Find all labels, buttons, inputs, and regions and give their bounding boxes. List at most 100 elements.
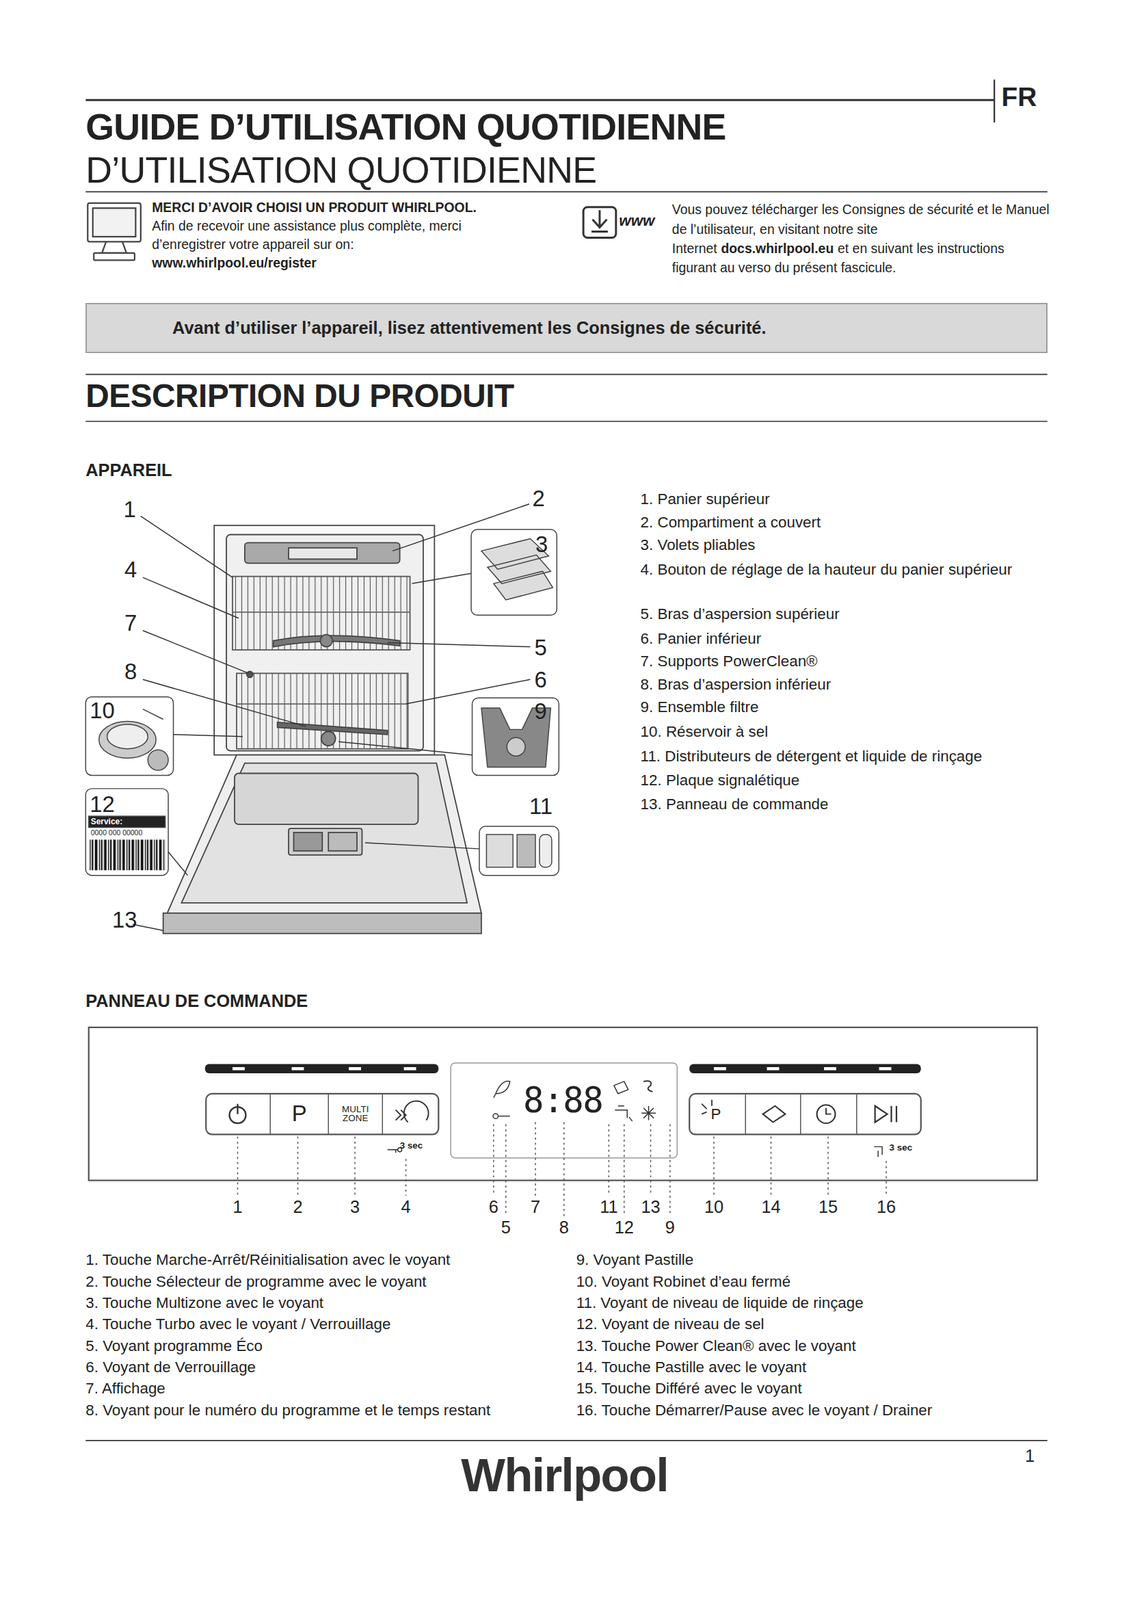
control-list-item: 14. Touche Pastille avec le voyant xyxy=(576,1357,807,1376)
control-list-item: 2. Touche Sélecteur de programme avec le… xyxy=(85,1271,427,1290)
display-digits: 8:88 xyxy=(523,1079,603,1120)
control-panel-part xyxy=(701,1099,712,1114)
www-icon-text: www xyxy=(618,211,655,230)
callout-dashes-part xyxy=(770,1135,772,1196)
control-panel-part xyxy=(817,1104,836,1123)
callout-dashes-part xyxy=(608,1124,610,1196)
callout-dashes-part xyxy=(650,1124,651,1196)
callout-number: 16 xyxy=(876,1197,896,1218)
control-list-item: 16. Touche Démarrer/Pause avec le voyant… xyxy=(576,1400,933,1419)
callout-number: 13 xyxy=(640,1197,660,1218)
rules-part xyxy=(85,373,1047,375)
callout-number: 1 xyxy=(123,496,136,523)
hold-hint: 3 sec xyxy=(400,1139,424,1151)
program-button: P xyxy=(270,1093,329,1135)
leader-lines-part xyxy=(406,679,531,704)
intro-text-line: Afin de recevoir une assistance plus com… xyxy=(151,217,530,255)
rules-part xyxy=(85,420,1047,422)
callout-number: 12 xyxy=(614,1217,634,1238)
dishwasher-illustration-part xyxy=(273,635,401,647)
dishwasher-illustration-part xyxy=(294,832,323,851)
part-list-item: 10. Réservoir à sel xyxy=(640,720,1064,742)
control-list-item: 3. Touche Multizone avec le voyant xyxy=(85,1293,324,1311)
dishwasher-illustration-part xyxy=(236,702,409,705)
callout-number: 13 xyxy=(112,906,138,933)
inset-dispenser-part xyxy=(539,834,552,868)
part-list-item: 7. Supports PowerClean® xyxy=(640,649,1064,672)
leader-lines-part xyxy=(142,577,239,619)
callout-number: 4 xyxy=(401,1197,411,1218)
control-panel-part xyxy=(614,1105,632,1121)
download-icon-part xyxy=(583,207,617,238)
intro-text: MERCI D’AVOIR CHOISI UN PRODUIT WHIRLPOO… xyxy=(151,198,530,273)
control-list-item: 10. Voyant Robinet d’eau fermé xyxy=(576,1271,791,1290)
control-list-item: 12. Voyant de niveau de sel xyxy=(576,1314,765,1333)
dishwasher-illustration-part xyxy=(167,754,482,913)
leader-lines xyxy=(132,503,531,930)
control-panel-part xyxy=(269,1093,271,1135)
intro-text-line: www.whirlpool.eu/register xyxy=(151,253,530,273)
control-panel-part xyxy=(689,1063,922,1073)
control-panel-part xyxy=(879,1066,892,1070)
dishwasher-illustration-part xyxy=(163,912,482,934)
control-panel-part xyxy=(873,1146,883,1157)
callout-dashes-part xyxy=(713,1135,714,1196)
part-list-item: 8. Bras d’aspersion inférieur xyxy=(640,672,1064,695)
leader-lines-part xyxy=(142,630,249,674)
control-panel-part xyxy=(826,1107,831,1114)
dishwasher-illustration-part xyxy=(288,547,357,559)
control-panel-part xyxy=(856,1093,857,1135)
callout-number: 9 xyxy=(665,1217,675,1238)
inset-filter xyxy=(338,697,559,775)
control-panel-part xyxy=(689,1093,922,1135)
callout-number: 4 xyxy=(124,556,137,583)
callout-number: 11 xyxy=(529,793,553,820)
callout-number: 2 xyxy=(532,485,545,512)
inset-salt xyxy=(85,696,243,776)
hold-hint: 3 sec xyxy=(889,1141,913,1153)
part-list-item: 5. Bras d’aspersion supérieur xyxy=(640,602,1064,625)
monitor-icon-part xyxy=(87,203,141,243)
dishwasher-illustration-part xyxy=(288,828,362,855)
control-panel-part xyxy=(395,1100,429,1123)
part-list-item: 4. Bouton de réglage de la hauteur du pa… xyxy=(640,557,1064,580)
callout-number: 10 xyxy=(89,697,115,724)
control-panel-part xyxy=(800,1093,801,1135)
control-panel-part xyxy=(614,1081,629,1094)
inset-salt-part xyxy=(107,724,149,749)
inset-rating-plate xyxy=(85,788,188,876)
dishwasher-illustration-part xyxy=(232,611,411,613)
subsection-heading: PANNEAU DE COMMANDE xyxy=(85,991,308,1012)
inset-filter-part xyxy=(338,741,472,755)
leader-lines-part xyxy=(142,679,307,727)
callout-dashes-part xyxy=(534,1122,536,1196)
inset-dispenser-part xyxy=(479,826,559,876)
callout-dashes-part xyxy=(669,1124,671,1216)
callout-dashes-part xyxy=(493,1124,494,1196)
control-panel-part xyxy=(232,1066,245,1070)
rules-part xyxy=(85,190,1047,193)
dishwasher-illustration-part xyxy=(321,730,336,746)
control-panel-part xyxy=(327,1093,329,1135)
part-list-item: 11. Distributeurs de détergent et liquid… xyxy=(640,744,1064,767)
callout-number: 5 xyxy=(501,1217,511,1238)
dishwasher-illustration-part xyxy=(320,634,333,647)
control-list-item: 11. Voyant de niveau de liquide de rinça… xyxy=(576,1293,864,1311)
section-heading: DESCRIPTION DU PRODUIT xyxy=(85,377,515,416)
callout-dashes xyxy=(237,1122,887,1216)
callout-dashes-part xyxy=(885,1160,887,1196)
monitor-icon xyxy=(87,203,141,261)
callout-dashes-part xyxy=(405,1158,407,1196)
inset-dispenser-part xyxy=(486,834,513,868)
callout-number: 10 xyxy=(704,1197,724,1218)
subsection-heading: APPAREIL xyxy=(85,460,172,481)
control-list-item: 7. Affichage xyxy=(85,1378,166,1397)
callout-number: 5 xyxy=(534,634,548,661)
control-panel-part xyxy=(498,1115,510,1116)
inset-flaps-part xyxy=(471,529,557,615)
inset-filter-part xyxy=(506,737,526,756)
box-text: P xyxy=(291,1100,308,1127)
inset-rating-plate-part xyxy=(85,788,169,876)
control-panel-part xyxy=(643,1080,653,1092)
